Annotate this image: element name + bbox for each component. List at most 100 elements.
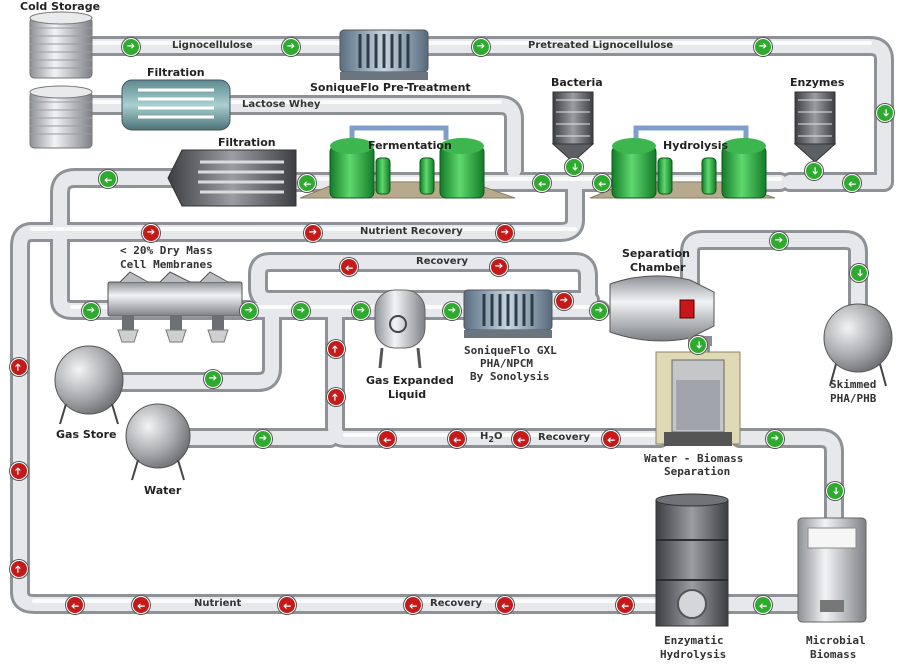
flow-arrow-red-icon: ➔ bbox=[496, 596, 514, 614]
cold-storage-silo-icon bbox=[29, 11, 93, 79]
skimmed-pha-sphere-icon bbox=[823, 303, 893, 387]
flow-arrow-red-icon: ➔ bbox=[10, 560, 28, 578]
flow-arrow-green-icon: ➔ bbox=[352, 302, 370, 320]
flow-arrow-green-icon: ➔ bbox=[122, 38, 140, 56]
flow-arrow-red-icon: ➔ bbox=[404, 596, 422, 614]
recovery-top-label: Recovery bbox=[416, 256, 469, 267]
flow-arrow-red-icon: ➔ bbox=[278, 596, 296, 614]
flow-arrow-red-icon: ➔ bbox=[304, 224, 322, 242]
flow-arrow-green-icon: ➔ bbox=[805, 162, 823, 180]
flow-arrow-green-icon: ➔ bbox=[843, 174, 861, 192]
flow-arrow-green-icon: ➔ bbox=[292, 302, 310, 320]
flow-arrow-red-icon: ➔ bbox=[327, 388, 345, 406]
lignocellulose-label: Lignocellulose bbox=[172, 40, 253, 51]
flow-arrow-green-icon: ➔ bbox=[766, 430, 784, 448]
flow-arrow-red-icon: ➔ bbox=[10, 358, 28, 376]
flow-arrow-green-icon: ➔ bbox=[770, 232, 788, 250]
pha-npcm-label: PHA/NPCM bbox=[480, 357, 533, 370]
flow-arrow-red-icon: ➔ bbox=[66, 596, 84, 614]
cell-membrane-separator-icon bbox=[107, 271, 243, 343]
biomass-label: Biomass bbox=[810, 648, 857, 661]
filtration-mid-label: Filtration bbox=[218, 136, 276, 149]
flow-arrow-green-icon: ➔ bbox=[826, 482, 844, 500]
flow-arrow-red-icon: ➔ bbox=[327, 340, 345, 358]
h2o-subscript: 2 bbox=[488, 435, 494, 444]
flow-arrow-green-icon: ➔ bbox=[754, 596, 772, 614]
flow-arrow-red-icon: ➔ bbox=[496, 224, 514, 242]
enzymatic-label: Enzymatic bbox=[664, 634, 724, 647]
cell-membranes-label: Cell Membranes bbox=[120, 258, 213, 271]
flow-arrow-red-icon: ➔ bbox=[602, 430, 620, 448]
water-biomass-label: Water - Biomass bbox=[644, 452, 744, 465]
flow-arrow-red-icon: ➔ bbox=[490, 258, 508, 276]
microbial-label: Microbial bbox=[806, 634, 866, 647]
pretreated-label: Pretreated Lignocellulose bbox=[528, 40, 674, 51]
microbial-biomass-container-icon bbox=[797, 517, 867, 623]
flow-arrow-green-icon: ➔ bbox=[590, 302, 608, 320]
flow-arrow-green-icon: ➔ bbox=[298, 174, 316, 192]
hydrolysis-label: Hydrolysis bbox=[663, 139, 729, 152]
gas-expanded-label: Gas Expanded bbox=[366, 374, 454, 387]
by-sonolysis-label: By Sonolysis bbox=[470, 370, 550, 383]
flow-arrow-green-icon: ➔ bbox=[282, 38, 300, 56]
flow-arrow-red-icon: ➔ bbox=[142, 224, 160, 242]
flow-arrow-red-icon: ➔ bbox=[555, 292, 573, 310]
flow-arrow-green-icon: ➔ bbox=[254, 430, 272, 448]
water-label: Water bbox=[144, 484, 182, 497]
soniqueflo-gxl-unit-icon bbox=[463, 289, 553, 338]
hydrolysis-tanks-icon bbox=[589, 125, 776, 199]
liquid-label: Liquid bbox=[388, 388, 427, 401]
recovery-water-label: Recovery bbox=[538, 432, 591, 443]
h2o-h: H bbox=[480, 431, 489, 442]
flow-arrow-green-icon: ➔ bbox=[443, 302, 461, 320]
bacteria-label: Bacteria bbox=[551, 76, 603, 89]
flow-arrow-red-icon: ➔ bbox=[340, 258, 358, 276]
separation-bottom-label: Separation bbox=[664, 465, 731, 478]
cold-storage-label: Cold Storage bbox=[20, 0, 101, 13]
recovery-bottom-label: Recovery bbox=[430, 598, 483, 609]
pretreatment-label: SoniqueFlo Pre-Treatment bbox=[310, 81, 471, 94]
fermentation-tanks-icon bbox=[299, 125, 516, 199]
hydrolysis-bottom-label: Hydrolysis bbox=[660, 648, 727, 661]
skimmed-label: Skimmed bbox=[830, 378, 877, 391]
chamber-label: Chamber bbox=[630, 261, 686, 274]
nutrient-recovery-label: Nutrient Recovery bbox=[360, 226, 463, 237]
flow-arrow-green-icon: ➔ bbox=[99, 170, 117, 188]
h2o-o: O bbox=[493, 431, 503, 442]
flow-arrow-green-icon: ➔ bbox=[850, 264, 868, 282]
flow-arrow-green-icon: ➔ bbox=[204, 370, 222, 388]
flow-arrow-green-icon: ➔ bbox=[533, 174, 551, 192]
bacteria-hopper-icon bbox=[551, 91, 595, 163]
gxl-label: SoniqueFlo GXL bbox=[464, 344, 557, 357]
lactose-whey-label: Lactose Whey bbox=[242, 99, 321, 110]
flow-arrow-green-icon: ➔ bbox=[593, 174, 611, 192]
enzymatic-hydrolysis-column-icon bbox=[655, 493, 729, 627]
enzymes-label: Enzymes bbox=[790, 76, 845, 89]
filtration-unit-top-icon bbox=[121, 79, 231, 131]
gas-store-label: Gas Store bbox=[56, 428, 117, 441]
water-sphere-icon bbox=[125, 403, 191, 481]
flow-arrow-red-icon: ➔ bbox=[512, 430, 530, 448]
pretreatment-unit-icon bbox=[339, 29, 429, 80]
flow-arrow-red-icon: ➔ bbox=[132, 596, 150, 614]
flow-arrow-green-icon: ➔ bbox=[472, 38, 490, 56]
dry-mass-label: < 20% Dry Mass bbox=[120, 244, 213, 257]
flow-arrow-red-icon: ➔ bbox=[10, 462, 28, 480]
water-biomass-separator-icon bbox=[655, 351, 741, 446]
nutrient-bottom-label: Nutrient bbox=[194, 598, 242, 609]
storage-silo-2-icon bbox=[29, 85, 93, 149]
gas-store-sphere-icon bbox=[54, 345, 124, 425]
enzymes-hopper-icon bbox=[793, 91, 837, 163]
flow-arrow-red-icon: ➔ bbox=[448, 430, 466, 448]
flow-arrow-green-icon: ➔ bbox=[689, 336, 707, 354]
flow-arrow-green-icon: ➔ bbox=[82, 302, 100, 320]
flow-arrow-green-icon: ➔ bbox=[876, 104, 894, 122]
h2o-label: H2O bbox=[480, 431, 502, 446]
fermentation-label: Fermentation bbox=[368, 139, 452, 152]
filtration-top-label: Filtration bbox=[147, 66, 205, 79]
flow-arrow-green-icon: ➔ bbox=[565, 158, 583, 176]
filtration-unit-middle-icon bbox=[167, 149, 297, 207]
flow-arrow-green-icon: ➔ bbox=[754, 38, 772, 56]
flow-arrow-red-icon: ➔ bbox=[378, 430, 396, 448]
